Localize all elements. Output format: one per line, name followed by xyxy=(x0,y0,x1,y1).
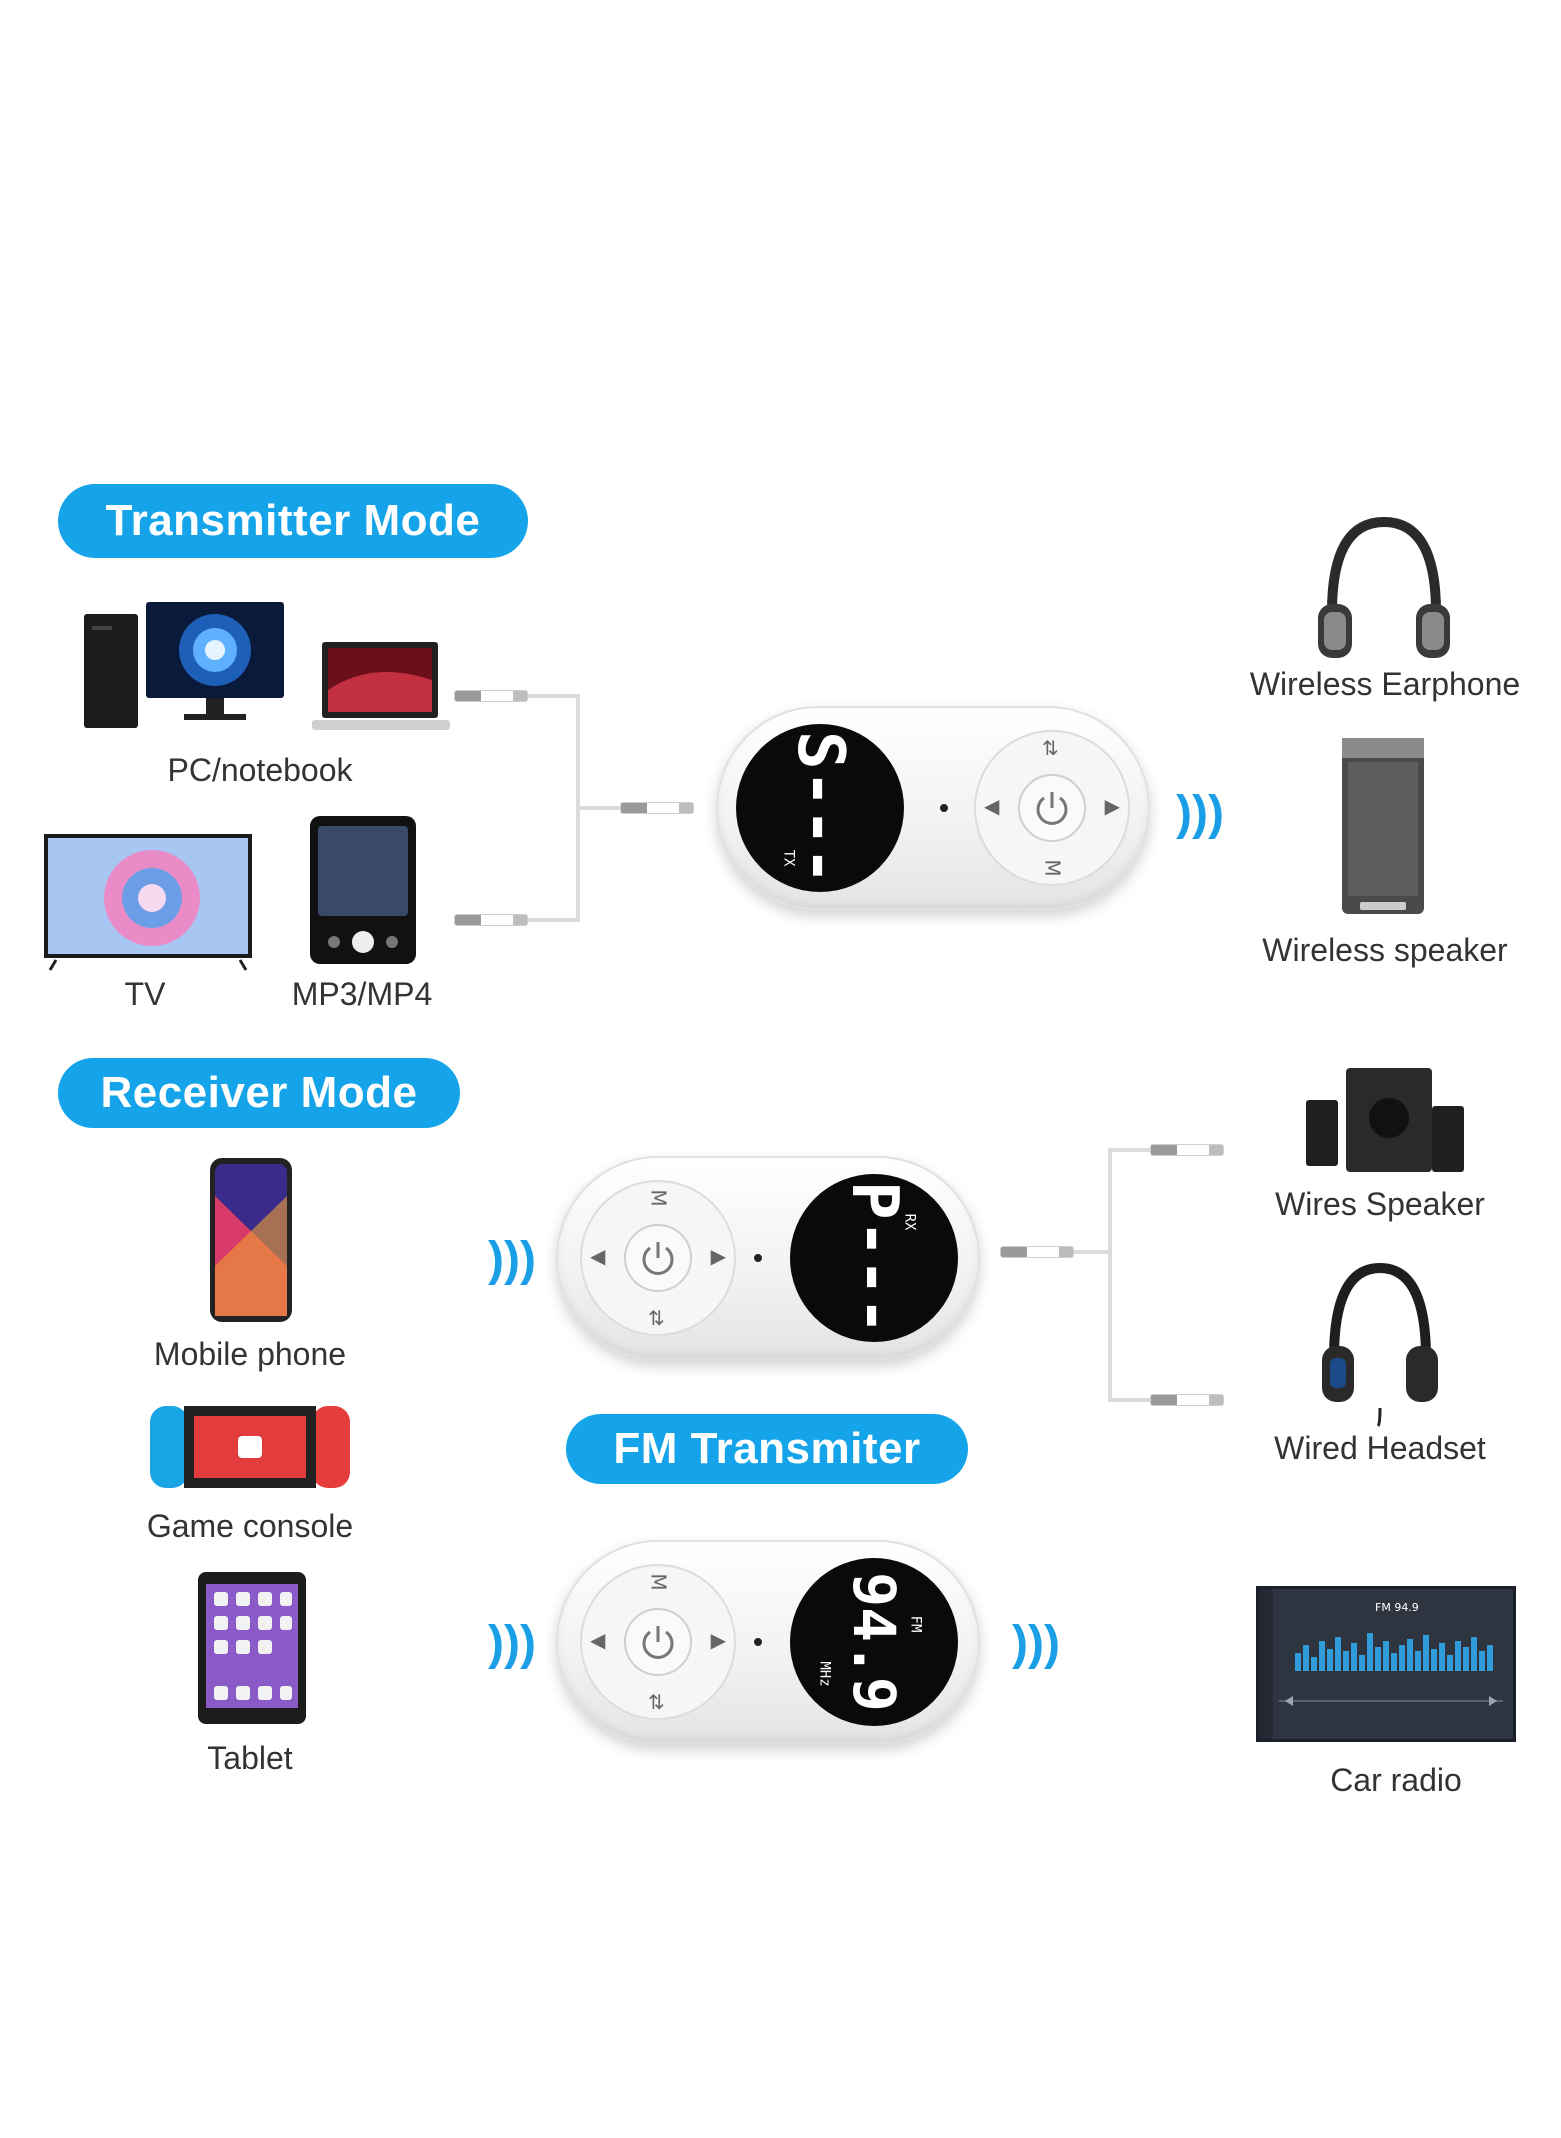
fm-frequency-value: 94.9 xyxy=(840,1572,908,1712)
prev-icon[interactable]: ◀ xyxy=(590,1628,606,1652)
game-console-image xyxy=(150,1406,350,1488)
wireless-signal-icon: ))) xyxy=(1012,1617,1060,1670)
rx-display-value: P--- xyxy=(837,1180,911,1336)
receiver-device: ◀ ▶ M ⇅ P--- RX xyxy=(556,1156,980,1360)
pair-icon[interactable]: ⇅ xyxy=(648,1306,665,1330)
wired-headset-image xyxy=(1322,1262,1438,1428)
mobile-phone-label: Mobile phone xyxy=(153,1336,347,1372)
tablet-image xyxy=(198,1572,306,1724)
prev-icon[interactable]: ◀ xyxy=(984,794,1000,818)
tx-control-pad[interactable]: ◀ ▶ ⇅ M xyxy=(974,730,1130,886)
pc-notebook-label: PC/notebook xyxy=(167,752,353,788)
equalizer-bar xyxy=(1431,1649,1437,1671)
transmitter-device: S--- TX ◀ ▶ ⇅ M xyxy=(716,706,1150,910)
equalizer-graphic xyxy=(1259,1589,1503,1739)
fm-mode-indicator: FM xyxy=(907,1615,924,1633)
aux-plug xyxy=(620,802,694,814)
equalizer-bar xyxy=(1463,1647,1469,1671)
fm-control-pad[interactable]: ◀ ▶ M ⇅ xyxy=(580,1564,736,1720)
wireless-signal-icon: ))) xyxy=(1176,787,1224,840)
car-radio-label: Car radio xyxy=(1330,1762,1462,1798)
rx-display: P--- RX xyxy=(790,1174,958,1342)
receiver-mode-title: Receiver Mode xyxy=(58,1058,460,1128)
wireless-signal-icon: ))) xyxy=(488,1617,536,1670)
equalizer-bar xyxy=(1487,1645,1493,1671)
wireless-speaker-image xyxy=(1342,738,1424,914)
tv-image xyxy=(44,834,252,971)
equalizer-bar xyxy=(1375,1647,1381,1671)
wireless-speaker-label: Wireless speaker xyxy=(1262,932,1508,968)
equalizer-bar xyxy=(1407,1639,1413,1671)
equalizer-bar xyxy=(1415,1651,1421,1671)
equalizer-bar xyxy=(1423,1635,1429,1671)
equalizer-bar xyxy=(1311,1657,1317,1671)
rx-mode-indicator: RX xyxy=(901,1213,918,1231)
power-icon xyxy=(642,1242,674,1275)
monitor-image xyxy=(146,602,284,720)
fm-display: 94.9 FM MHz xyxy=(790,1558,958,1726)
mp3-mp4-label: MP3/MP4 xyxy=(291,976,433,1012)
aux-plug xyxy=(454,690,528,702)
wired-headset-label: Wired Headset xyxy=(1274,1430,1486,1466)
laptop-image xyxy=(312,642,450,730)
equalizer-bar xyxy=(1351,1643,1357,1671)
wireless-earphone-image xyxy=(1318,516,1450,658)
power-icon xyxy=(1036,792,1068,825)
pair-icon[interactable]: ⇅ xyxy=(1042,736,1059,760)
equalizer-bar xyxy=(1383,1641,1389,1671)
car-radio-image: FM 94.9 xyxy=(1256,1586,1516,1742)
mode-button[interactable]: M xyxy=(1040,859,1065,877)
equalizer-bar xyxy=(1303,1645,1309,1671)
wireless-earphone-label: Wireless Earphone xyxy=(1249,666,1521,702)
game-console-label: Game console xyxy=(146,1508,354,1544)
equalizer-bar xyxy=(1343,1651,1349,1671)
pc-tower-image xyxy=(84,614,138,728)
aux-plug xyxy=(1150,1394,1224,1406)
equalizer-bar xyxy=(1327,1649,1333,1671)
wired-speaker-image xyxy=(1306,1068,1464,1172)
fm-transmitter-title: FM Transmiter xyxy=(566,1414,968,1484)
tv-label: TV xyxy=(124,976,166,1012)
rx-control-pad[interactable]: ◀ ▶ M ⇅ xyxy=(580,1180,736,1336)
next-icon[interactable]: ▶ xyxy=(710,1244,726,1268)
mode-button[interactable]: M xyxy=(646,1189,671,1207)
aux-plug xyxy=(454,914,528,926)
pair-icon[interactable]: ⇅ xyxy=(648,1690,665,1714)
equalizer-bar xyxy=(1447,1655,1453,1671)
prev-icon[interactable]: ◀ xyxy=(590,1244,606,1268)
equalizer-bar xyxy=(1295,1653,1301,1671)
wires-speaker-label: Wires Speaker xyxy=(1275,1186,1485,1222)
mp3-player-image xyxy=(310,816,416,964)
next-icon[interactable]: ▶ xyxy=(710,1628,726,1652)
power-button[interactable] xyxy=(624,1608,692,1676)
equalizer-bar xyxy=(1359,1655,1365,1671)
tablet-label: Tablet xyxy=(207,1740,293,1776)
equalizer-bar xyxy=(1471,1637,1477,1671)
equalizer-bar xyxy=(1391,1653,1397,1671)
mode-button[interactable]: M xyxy=(646,1573,671,1591)
aux-plug xyxy=(1150,1144,1224,1156)
mobile-phone-image xyxy=(210,1158,292,1322)
equalizer-bar xyxy=(1367,1633,1373,1671)
power-button[interactable] xyxy=(1018,774,1086,842)
equalizer-bar xyxy=(1479,1651,1485,1671)
aux-plug xyxy=(1000,1246,1074,1258)
car-radio-station: FM 94.9 xyxy=(1375,1601,1419,1614)
equalizer-bar xyxy=(1319,1641,1325,1671)
power-icon xyxy=(642,1626,674,1659)
tx-mode-indicator: TX xyxy=(780,849,797,867)
equalizer-bar xyxy=(1439,1643,1445,1671)
equalizer-bar xyxy=(1455,1641,1461,1671)
wireless-signal-icon: ))) xyxy=(488,1233,536,1286)
equalizer-bar xyxy=(1335,1637,1341,1671)
equalizer-bar xyxy=(1399,1645,1405,1671)
tx-display: S--- TX xyxy=(736,724,904,892)
next-icon[interactable]: ▶ xyxy=(1104,794,1120,818)
transmitter-mode-title: Transmitter Mode xyxy=(58,484,528,558)
fm-unit-indicator: MHz xyxy=(816,1661,833,1687)
power-button[interactable] xyxy=(624,1224,692,1292)
fm-transmitter-device: ◀ ▶ M ⇅ 94.9 FM MHz xyxy=(556,1540,980,1744)
